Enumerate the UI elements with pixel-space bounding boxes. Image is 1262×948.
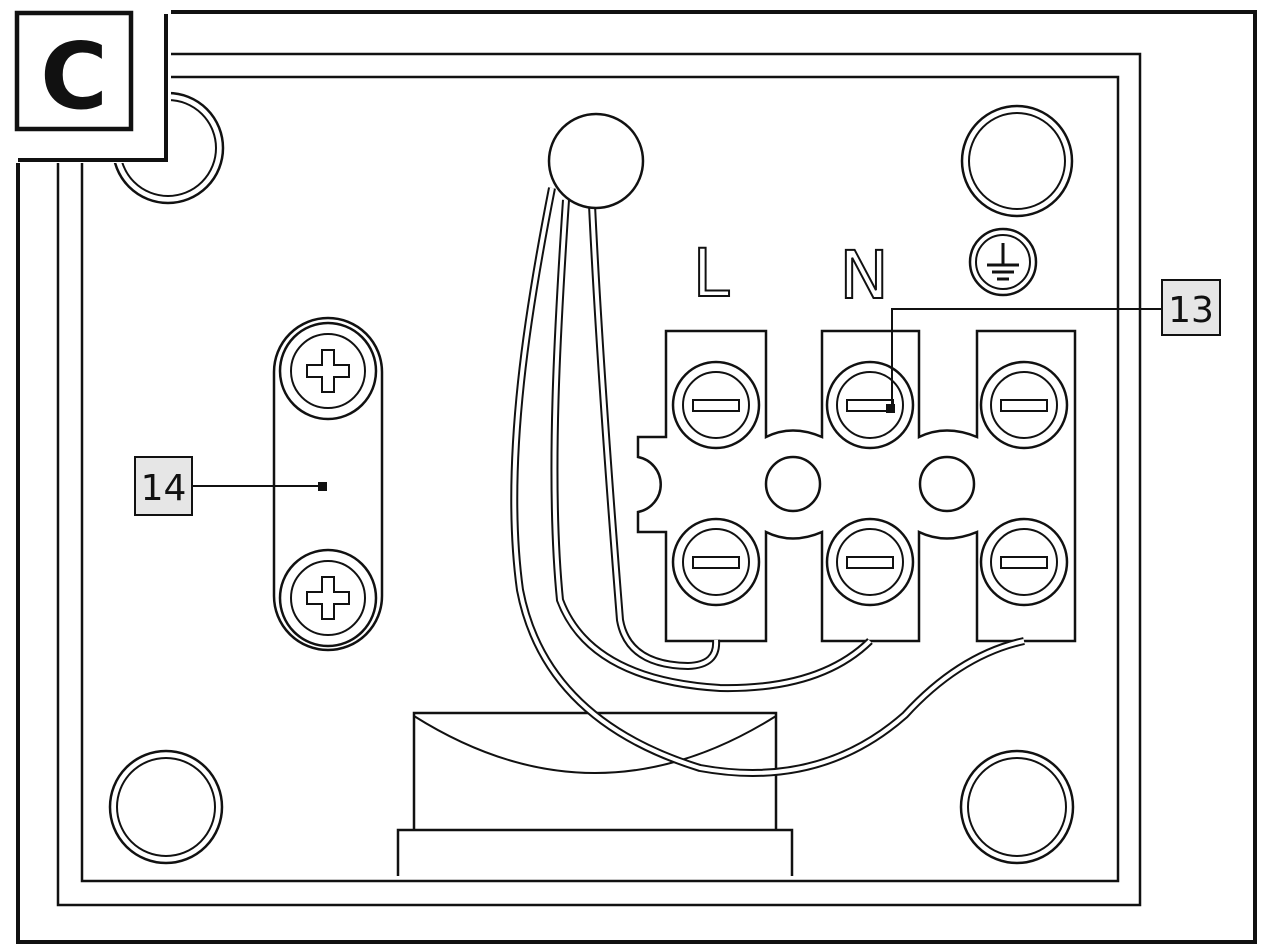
slotted-screw-icon xyxy=(671,517,761,607)
grommet-base xyxy=(396,828,794,876)
phillips-screw-icon xyxy=(278,548,378,648)
terminal-label-neutral: N xyxy=(839,237,888,314)
housing-middle-frame xyxy=(56,52,1142,907)
mounting-holes xyxy=(108,91,1075,865)
wire-neutral xyxy=(550,199,873,693)
slotted-screw-icon xyxy=(825,517,915,607)
slotted-screw-icon xyxy=(979,517,1069,607)
panel-letter: C xyxy=(40,23,108,130)
callout-13: 13 xyxy=(886,279,1221,413)
mounting-hole-top-right xyxy=(960,104,1074,218)
slotted-screw-icon xyxy=(671,360,761,450)
cable-sleeve-end xyxy=(547,112,645,210)
cable-clamp-bar xyxy=(272,316,384,652)
mounting-hole-bottom-right xyxy=(959,749,1075,865)
cable-grommet xyxy=(396,711,794,876)
housing-inner-frame xyxy=(80,75,1120,883)
terminal-block-hole xyxy=(764,455,822,513)
slotted-screw-icon xyxy=(825,360,915,450)
callout-14-label: 14 xyxy=(141,468,187,509)
panel-letter-box: C xyxy=(11,7,171,163)
earth-ground-icon xyxy=(968,227,1038,297)
callout-14: 14 xyxy=(134,456,322,516)
phillips-screw-icon xyxy=(278,321,378,421)
terminal-labels: L N xyxy=(692,227,1038,315)
mounting-hole-bottom-left xyxy=(108,749,224,865)
terminal-block-hole xyxy=(918,455,976,513)
terminal-label-live: L xyxy=(693,235,730,312)
wire-earth xyxy=(510,187,1025,777)
cable-clamp xyxy=(272,316,384,652)
wires xyxy=(510,187,1025,777)
callout-13-label: 13 xyxy=(1168,290,1214,331)
slotted-screw-icon xyxy=(979,360,1069,450)
terminal-block xyxy=(636,329,1077,643)
cable-clamp-marker xyxy=(318,482,327,491)
wire-live xyxy=(588,204,721,671)
callout-13-marker xyxy=(886,404,895,413)
